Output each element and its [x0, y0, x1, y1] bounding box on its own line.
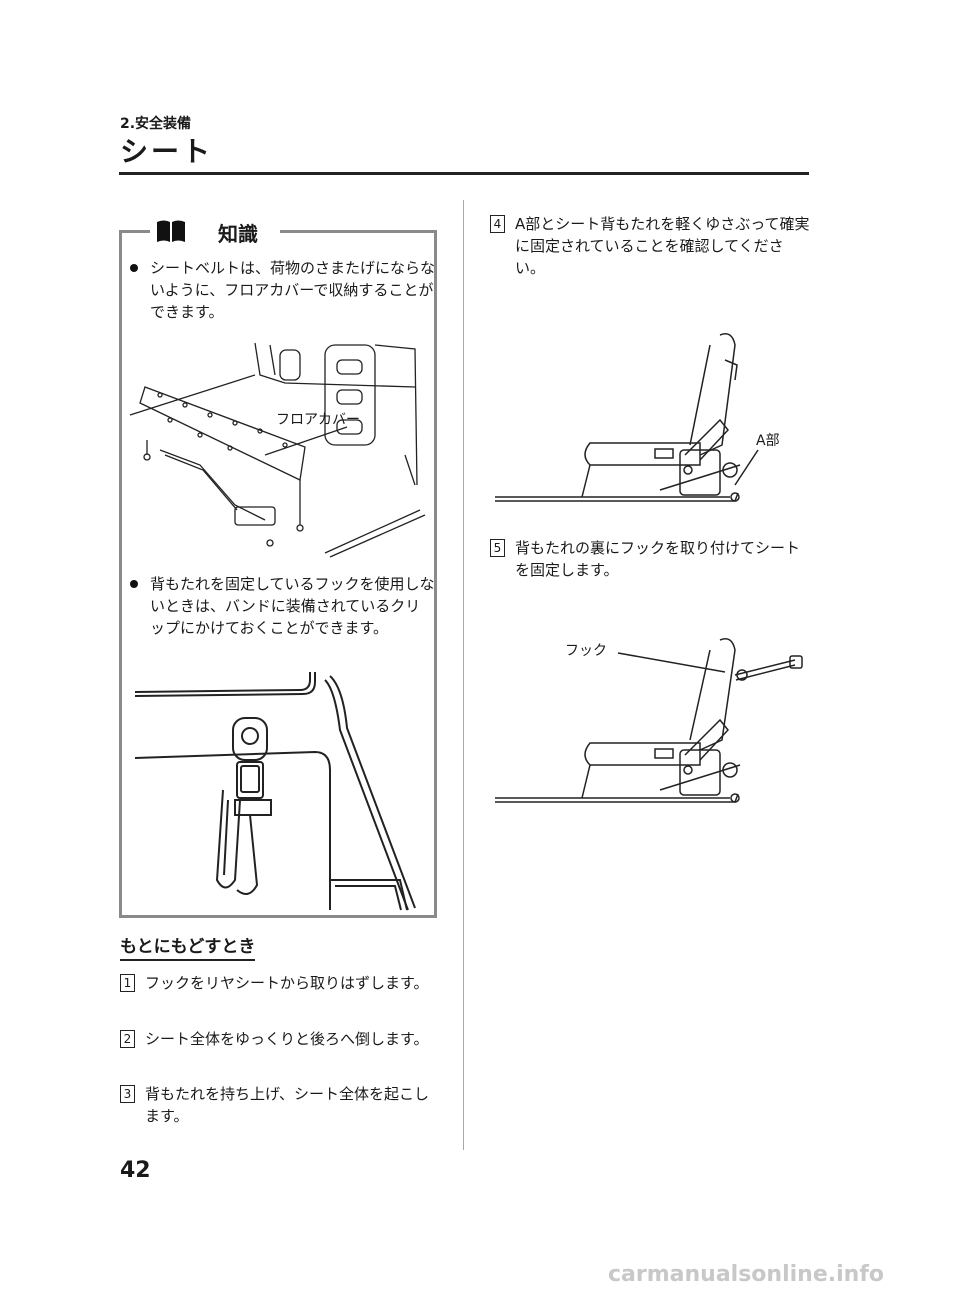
- step-5: 5 背もたれの裏にフックを取り付けてシートを固定します。: [490, 537, 810, 581]
- bullet-dot: [130, 580, 138, 588]
- step-number: 1: [120, 974, 135, 992]
- step-text: シート全体をゆっくりと後ろへ倒します。: [145, 1030, 429, 1048]
- title-rule: [119, 172, 809, 175]
- info-bullet-2: 背もたれを固定しているフックを使用しないときは、バンドに装備されているクリップに…: [130, 573, 435, 665]
- step-2: 2 シート全体をゆっくりと後ろへ倒します。: [120, 1028, 440, 1072]
- step-number: 4: [490, 215, 505, 233]
- step-number: 3: [120, 1085, 135, 1103]
- step-1: 1 フックをリヤシートから取りはずします。: [120, 972, 440, 1016]
- step-4: 4 A部とシート背もたれを軽くゆさぶって確実に固定されていることを確認してくださ…: [490, 213, 810, 279]
- info-bullet-1: シートベルトは、荷物のさまたげにならないように、フロアカバーで収納することができ…: [130, 257, 435, 327]
- watermark: carmanualsonline.info: [608, 1262, 884, 1287]
- bullet-text: 背もたれを固定しているフックを使用しないときは、バンドに装備されているクリップに…: [150, 575, 435, 637]
- seat-a-part-figure: [495, 333, 759, 502]
- book-icon: [157, 220, 185, 242]
- step-text: フックをリヤシートから取りはずします。: [145, 974, 429, 992]
- step-3: 3 背もたれを持ち上げ、シート全体を起こします。: [120, 1083, 440, 1127]
- page-number: 42: [120, 1158, 151, 1183]
- step-number: 5: [490, 539, 505, 557]
- section-label: 2.安全装備: [120, 116, 192, 132]
- step-text: 背もたれの裏にフックを取り付けてシートを固定します。: [515, 539, 801, 579]
- seat-hook-figure: [495, 638, 803, 803]
- bullet-dot: [130, 264, 138, 272]
- info-title: 知識: [218, 222, 258, 246]
- page-title: シート: [120, 135, 214, 168]
- return-heading: もとにもどすとき: [120, 932, 256, 961]
- hook-label: フック: [565, 643, 607, 659]
- floor-cover-figure: [129, 342, 426, 558]
- a-part-label: A部: [756, 433, 780, 449]
- hook-clip-figure: [134, 672, 416, 911]
- floor-cover-label: フロアカバー: [276, 412, 360, 428]
- bullet-text: シートベルトは、荷物のさまたげにならないように、フロアカバーで収納することができ…: [150, 259, 436, 321]
- column-divider: [463, 200, 464, 1150]
- info-box-header: [150, 214, 280, 250]
- step-text: 背もたれを持ち上げ、シート全体を起こします。: [145, 1085, 429, 1125]
- step-text: A部とシート背もたれを軽くゆさぶって確実に固定されていることを確認してください。: [515, 215, 810, 277]
- step-number: 2: [120, 1030, 135, 1048]
